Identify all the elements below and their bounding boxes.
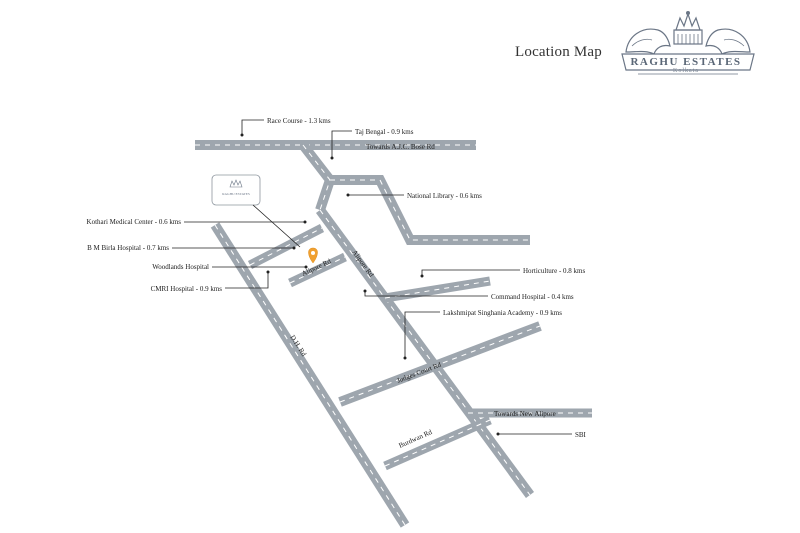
- location-pin-icon: [308, 247, 318, 264]
- road-horticulture: [384, 276, 491, 303]
- landmark-bm-birla: B M Birla Hospital - 0.7 kms: [87, 244, 296, 252]
- road-alipore-short: [288, 252, 347, 288]
- road-connector-top: [299, 141, 336, 212]
- landmark-label: National Library - 0.6 kms: [407, 192, 482, 200]
- page-title: Location Map: [515, 44, 602, 60]
- landmark-label: Race Course - 1.3 kms: [267, 117, 331, 125]
- landmark-woodlands: Woodlands Hospital: [152, 263, 308, 271]
- road-alipore: [315, 207, 535, 498]
- brand-subtitle: Kolkata: [673, 68, 699, 74]
- road-burdwan: [383, 415, 492, 471]
- road-label-ajc-bose: Towards A.J.C. Bose Rd: [366, 143, 435, 151]
- landmark-taj-bengal: Taj Bengal - 0.9 kms: [330, 128, 414, 160]
- landmark-race-course: Race Course - 1.3 kms: [240, 117, 331, 137]
- landmark-sbi: SBI: [496, 431, 587, 439]
- project-thumbnail: RAGHU ESTATES: [211, 174, 301, 248]
- landmark-label: Command Hospital - 0.4 kms: [491, 293, 574, 301]
- landmark-lakshmipat: Lakshmipat Singhania Academy - 0.9 kms: [403, 309, 562, 360]
- landmark-label: Woodlands Hospital: [152, 263, 209, 271]
- road-label-new-alipore: Towards New Alipore: [494, 410, 556, 418]
- landmark-label: CMRI Hospital - 0.9 kms: [151, 285, 223, 293]
- brand-name: RAGHU ESTATES: [630, 56, 742, 68]
- landmark-kothari: Kothari Medical Center - 0.6 kms: [87, 218, 307, 226]
- landmark-label: Taj Bengal - 0.9 kms: [355, 128, 414, 136]
- landmark-horticulture: Horticulture - 0.8 kms: [420, 267, 585, 278]
- road-judges-court: [338, 321, 542, 407]
- landmark-label: Lakshmipat Singhania Academy - 0.9 kms: [443, 309, 562, 317]
- thumbnail-brand: RAGHU ESTATES: [222, 192, 250, 196]
- road-network: [195, 140, 592, 528]
- road-national-library: [330, 175, 530, 245]
- landmark-national-library: National Library - 0.6 kms: [346, 192, 482, 200]
- landmark-cmri: CMRI Hospital - 0.9 kms: [151, 270, 270, 293]
- landmark-command-hospital: Command Hospital - 0.4 kms: [363, 289, 574, 301]
- landmark-label: B M Birla Hospital - 0.7 kms: [87, 244, 169, 252]
- road-link-upper: [247, 223, 325, 270]
- landmark-label: Kothari Medical Center - 0.6 kms: [87, 218, 182, 226]
- landmark-label: Horticulture - 0.8 kms: [523, 267, 585, 275]
- road-dh: [210, 222, 410, 528]
- brand-logo-crest: [621, 11, 755, 75]
- landmark-label: SBI: [575, 431, 587, 439]
